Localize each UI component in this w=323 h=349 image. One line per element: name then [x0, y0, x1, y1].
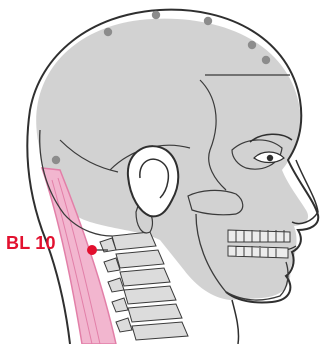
neck-front-line	[232, 300, 239, 344]
zygomatic-arch	[188, 190, 243, 214]
maxilla-teeth	[228, 230, 290, 242]
acupoint-marker	[87, 245, 97, 255]
acupoint-label: BL 10	[6, 234, 56, 252]
mandible-teeth	[228, 246, 288, 258]
